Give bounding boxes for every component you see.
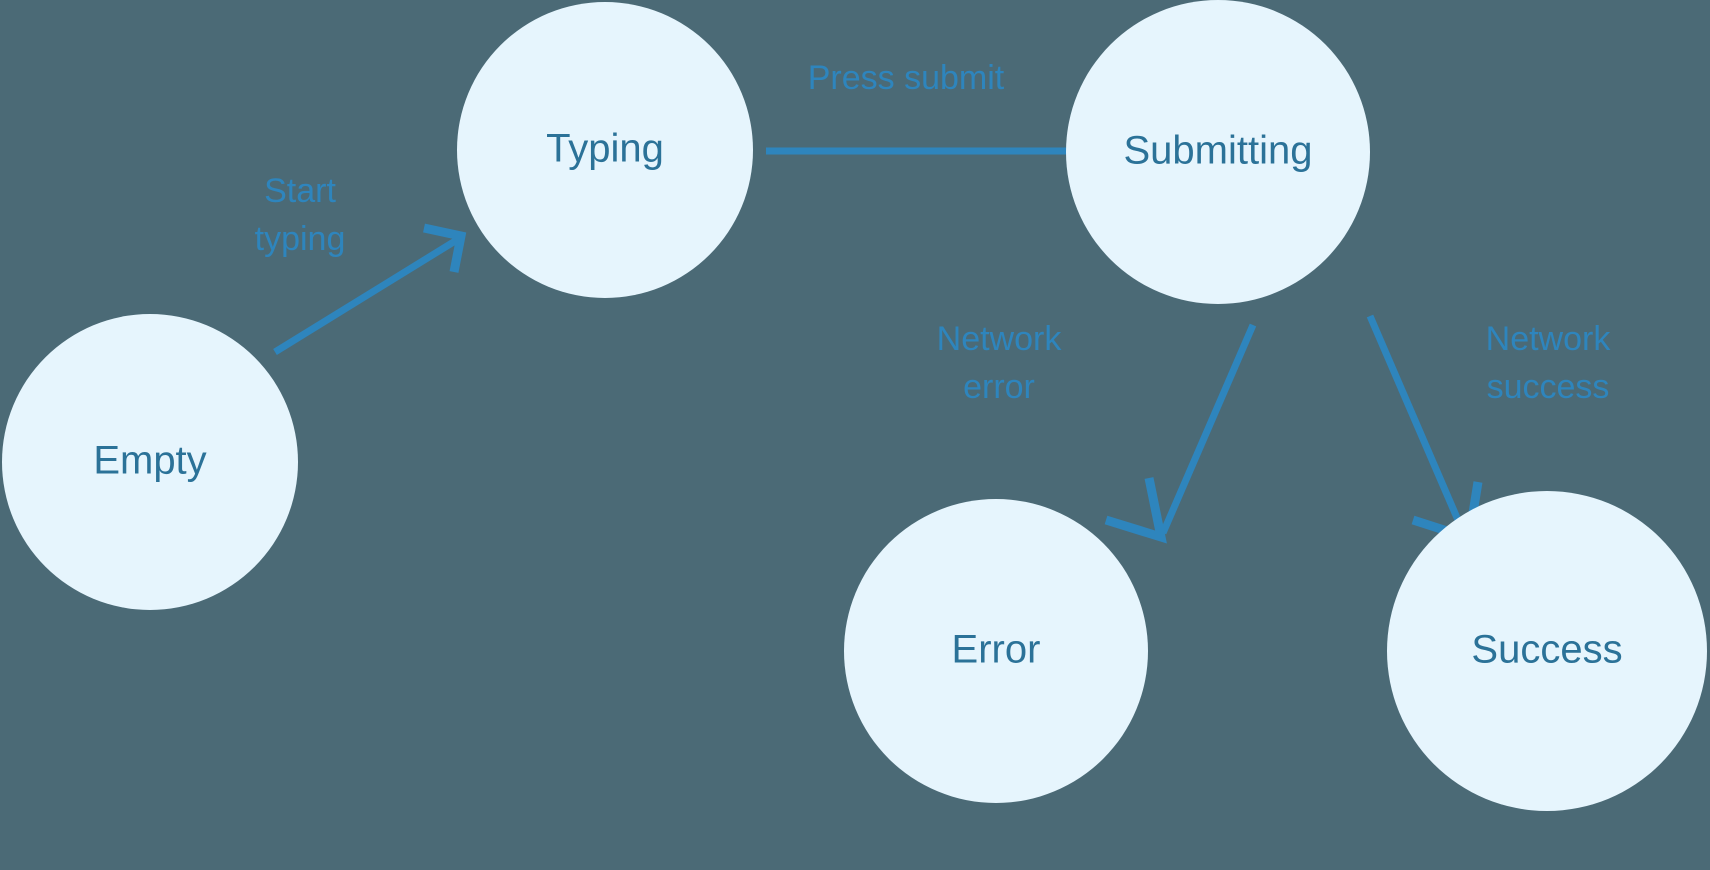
edge-label-typing-to-submitting: Press submit (808, 59, 1005, 97)
arrowhead-empty-to-typing (423, 223, 467, 273)
edge-label-submitting-to-error-line2: error (963, 368, 1035, 406)
edge-empty-to-typing: Start typing (255, 172, 467, 355)
node-error-circle[interactable] (844, 499, 1148, 803)
edge-submitting-to-error: Network error (937, 320, 1257, 544)
edge-label-submitting-to-success-line1: Network (1486, 320, 1612, 358)
edge-label-submitting-to-error-line1: Network (937, 320, 1063, 358)
edge-label-empty-to-typing-line1: Start (264, 172, 336, 210)
node-typing-circle[interactable] (457, 2, 753, 298)
node-empty-circle[interactable] (2, 314, 298, 610)
node-typing-label: Typing (546, 127, 664, 171)
edge-label-empty-to-typing-line2: typing (255, 220, 346, 258)
edge-label-submitting-to-success-line2: success (1487, 368, 1610, 406)
node-error[interactable]: Error (844, 499, 1148, 803)
node-success-label: Success (1471, 628, 1622, 672)
node-submitting[interactable]: Submitting (1066, 0, 1370, 304)
node-submitting-circle[interactable] (1066, 0, 1370, 304)
node-success[interactable]: Success (1387, 491, 1707, 811)
node-empty[interactable]: Empty (2, 314, 298, 610)
node-success-circle[interactable] (1387, 491, 1707, 811)
node-empty-label: Empty (93, 439, 206, 483)
node-submitting-label: Submitting (1124, 129, 1313, 173)
arrowhead-submitting-to-error (1104, 477, 1167, 544)
edge-line-submitting-to-success (1366, 314, 1468, 536)
node-typing[interactable]: Typing (457, 2, 753, 298)
edge-line-empty-to-typing (273, 235, 462, 355)
node-error-label: Error (952, 628, 1041, 672)
edge-line-submitting-to-error (1159, 323, 1257, 535)
